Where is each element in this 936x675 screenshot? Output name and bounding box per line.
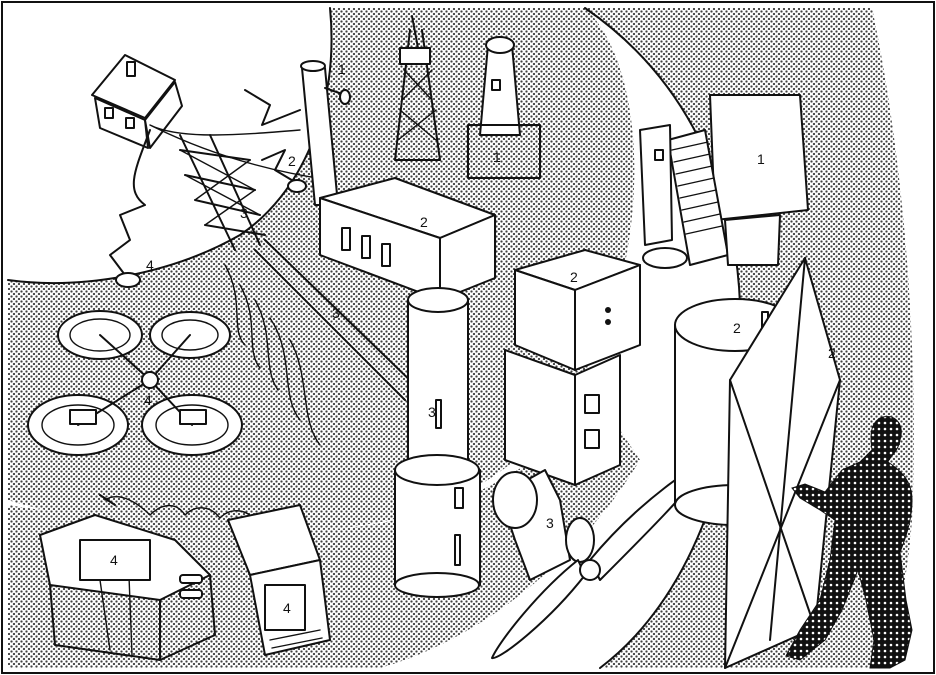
- box-2: [505, 250, 640, 485]
- label-engine-1: 1: [757, 151, 765, 167]
- label-belt-3: 3: [332, 305, 340, 321]
- label-pipe-2: 2: [288, 153, 296, 169]
- pipe-2-opening: [288, 180, 306, 192]
- label-rotor-4: 4: [144, 392, 152, 408]
- label-table-4: 4: [110, 552, 118, 568]
- label-console-4: 4: [283, 600, 291, 616]
- label-building-2: 2: [420, 214, 428, 230]
- label-cylinder-2: 2: [733, 320, 741, 336]
- pipe-4-opening: [116, 273, 140, 287]
- label-turbine-3: 3: [546, 515, 554, 531]
- column-3: [395, 288, 480, 597]
- label-water-tower: 1: [493, 149, 501, 165]
- label-panel-2: 2: [828, 345, 836, 361]
- label-chimney: 1: [338, 61, 346, 77]
- label-pylon-3: 3: [240, 205, 248, 221]
- label-pipe-4: 4: [146, 257, 154, 273]
- label-box-2: 2: [570, 269, 578, 285]
- label-column-3: 3: [428, 404, 436, 420]
